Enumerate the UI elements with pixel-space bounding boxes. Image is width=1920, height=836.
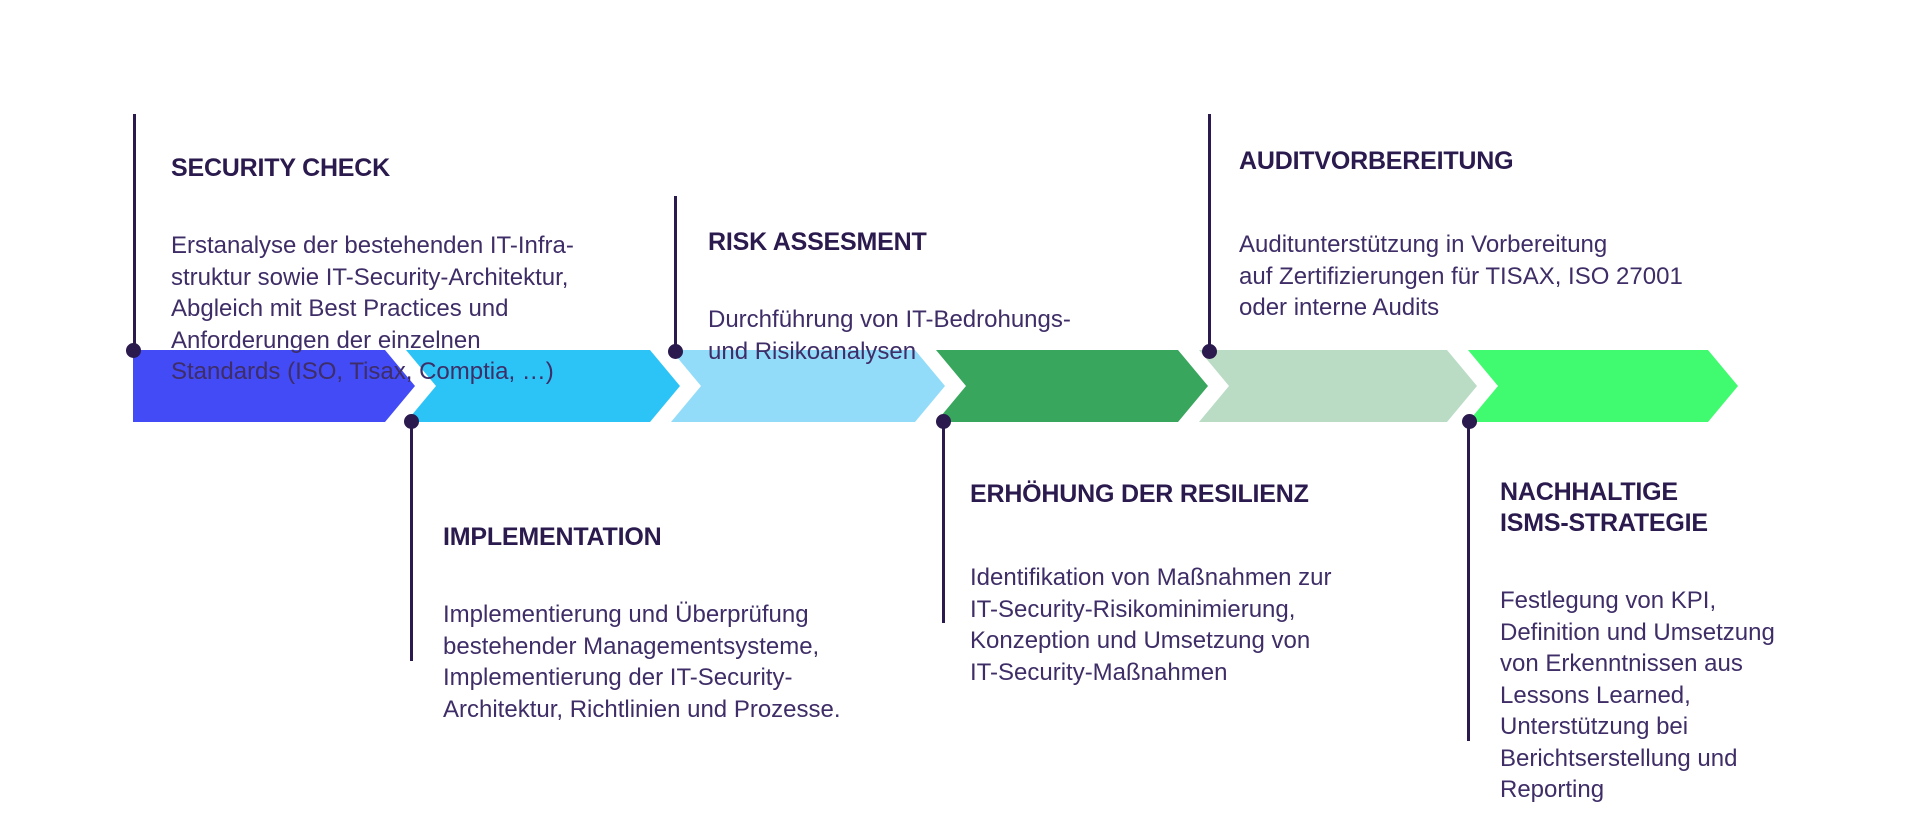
chevron-arrow-implementation [406, 350, 680, 422]
step-label-nachhaltige-isms-strategie: NACHHALTIGE ISMS-STRATEGIE Festlegung vo… [1500, 441, 1775, 836]
connector-dot-erhoehung-der-resilienz [936, 414, 951, 429]
step-description: Auditunterstützung in Vorbereitung auf Z… [1239, 231, 1683, 321]
connector-line-security-check [133, 114, 136, 351]
step-description: Identifikation von Maßnahmen zur IT-Secu… [970, 564, 1332, 686]
step-label-security-check: SECURITY CHECK Erstanalyse der bestehend… [171, 117, 574, 424]
step-description: Erstanalyse der bestehenden IT-Infra- st… [171, 232, 574, 385]
chevron-arrow-erhoehung-der-resilienz [936, 350, 1208, 422]
step-description: Festlegung von KPI, Definition und Umset… [1500, 587, 1775, 803]
chevron-arrow-nachhaltige-isms-strategie [1468, 350, 1738, 422]
connector-dot-implementation [404, 414, 419, 429]
step-title: IMPLEMENTATION [443, 523, 662, 551]
step-label-risk-assesment: RISK ASSESMENT Durchführung von IT-Bedro… [708, 191, 1071, 403]
step-title: RISK ASSESMENT [708, 228, 927, 256]
step-label-implementation: IMPLEMENTATION Implementierung und Überp… [443, 486, 841, 761]
chevron-arrow-security-check [133, 350, 415, 422]
connector-dot-security-check [126, 343, 141, 358]
step-title: SECURITY CHECK [171, 154, 390, 182]
connector-dot-risk-assesment [668, 344, 683, 359]
step-title: ERHÖHUNG DER RESILIENZ [970, 480, 1309, 508]
step-label-erhoehung-der-resilienz: ERHÖHUNG DER RESILIENZ Identifikation vo… [970, 443, 1332, 724]
step-label-auditvorbereitung: AUDITVORBEREITUNG Auditunterstützung in … [1239, 110, 1683, 360]
chevron-arrow-auditvorbereitung [1199, 350, 1477, 422]
connector-line-risk-assesment [674, 196, 677, 351]
step-description: Implementierung und Überprüfung bestehen… [443, 601, 841, 723]
connector-line-erhoehung-der-resilienz [942, 421, 945, 623]
connector-line-auditvorbereitung [1208, 114, 1211, 351]
connector-line-nachhaltige-isms-strategie [1467, 421, 1470, 741]
connector-dot-nachhaltige-isms-strategie [1462, 414, 1477, 429]
step-description: Durchführung von IT-Bedrohungs- und Risi… [708, 306, 1071, 365]
connector-line-implementation [410, 421, 413, 661]
chevron-arrow-risk-assesment [671, 350, 945, 422]
connector-dot-auditvorbereitung [1202, 344, 1217, 359]
step-title: NACHHALTIGE ISMS-STRATEGIE [1500, 478, 1708, 537]
step-title: AUDITVORBEREITUNG [1239, 147, 1514, 175]
